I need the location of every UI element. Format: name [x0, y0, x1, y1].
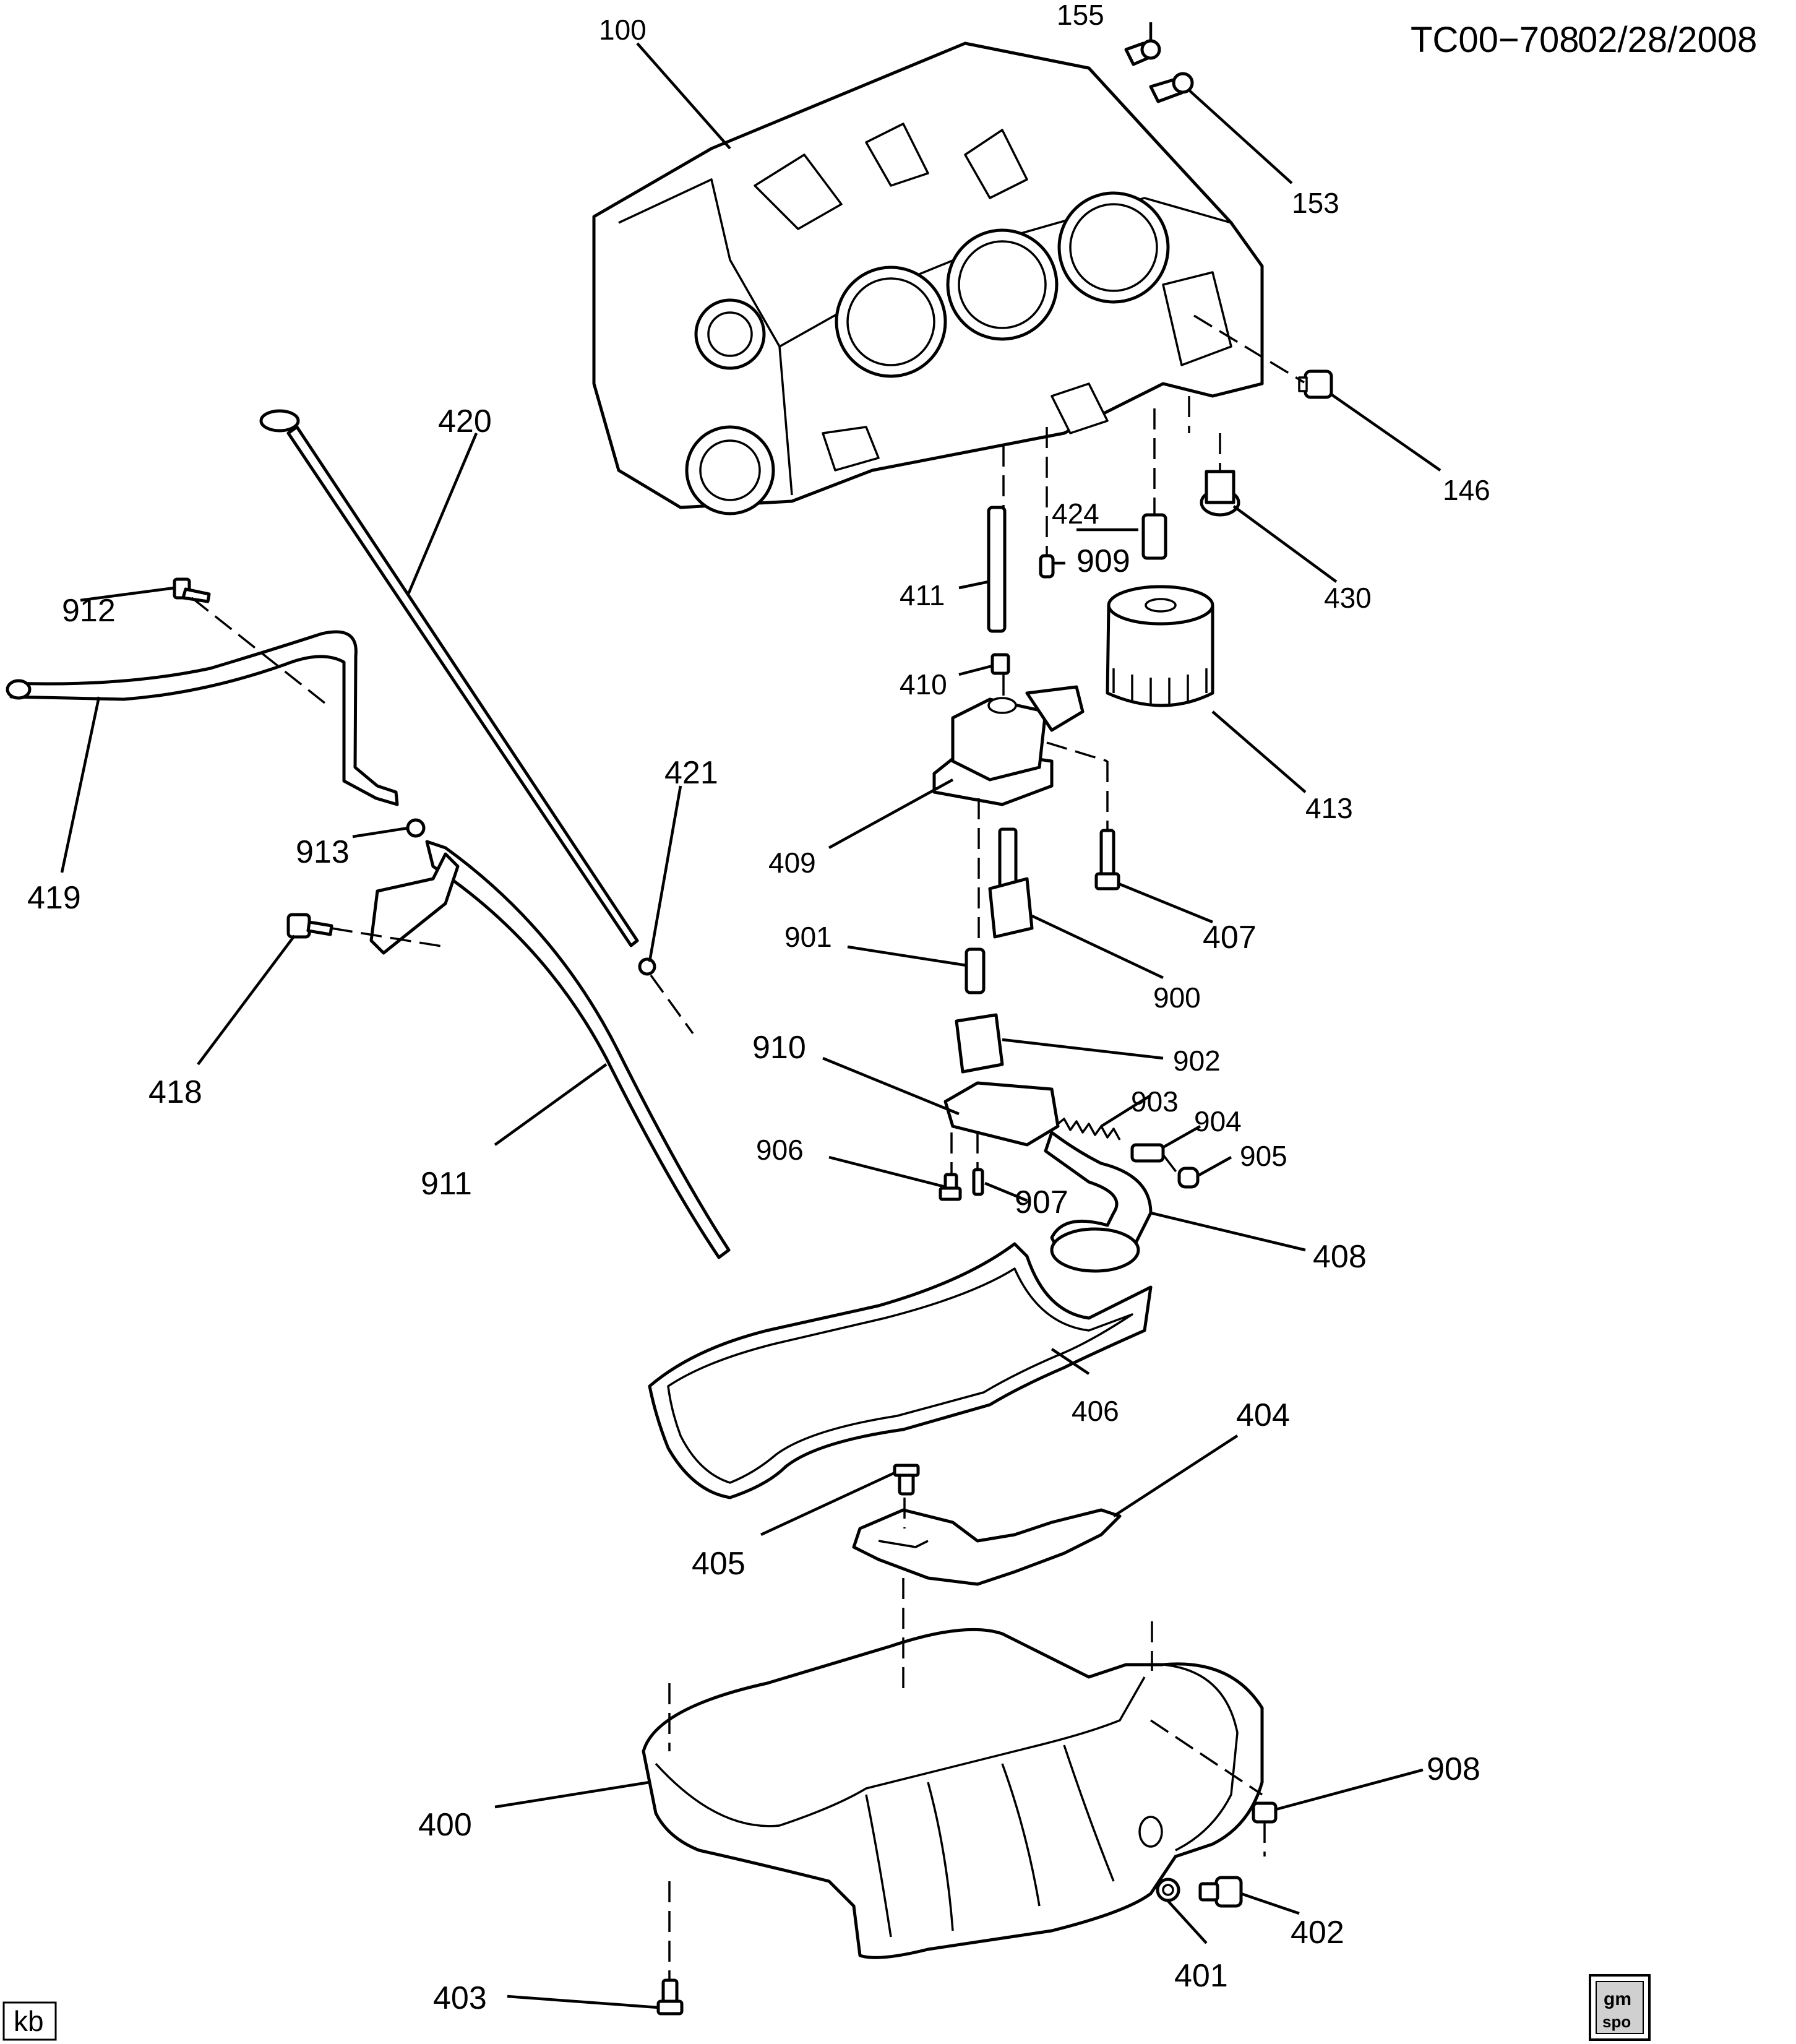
callout-407: 407 [1203, 920, 1257, 955]
callout-404: 404 [1236, 1397, 1290, 1433]
baffle-404 [852, 1508, 1122, 1586]
callout-420: 420 [438, 403, 492, 439]
bolt-906 [939, 1173, 962, 1201]
callout-419: 419 [27, 880, 81, 916]
oil-filter-413 [1106, 585, 1214, 707]
alignment-lines [191, 314, 1305, 1980]
o-ring-913 [406, 818, 426, 838]
initials-box [2, 2001, 57, 2041]
callout-912: 912 [62, 593, 116, 629]
logo-top-text: gm [1604, 1989, 1631, 2009]
callout-904: 904 [1194, 1105, 1242, 1137]
shaft-901 [965, 947, 986, 994]
adapter-424 [1141, 513, 1167, 560]
gear-902 [955, 1013, 1004, 1074]
o-ring-421 [638, 957, 656, 976]
callout-100: 100 [599, 14, 647, 46]
callout-413: 413 [1305, 792, 1353, 824]
callout-406: 406 [1072, 1395, 1119, 1427]
dipstick-420 [259, 409, 639, 947]
bolt-153 [1149, 72, 1194, 103]
bolt-908 [1252, 1801, 1278, 1824]
callout-155: 155 [1057, 0, 1104, 31]
callout-146: 146 [1443, 474, 1490, 506]
callout-labels: 100 155 153 146 420 424 909 430 411 912 … [27, 0, 1490, 2016]
bolt-405 [893, 1464, 920, 1496]
callout-153: 153 [1292, 187, 1339, 219]
cover-910 [943, 1081, 1060, 1147]
callout-411: 411 [900, 579, 945, 611]
callout-402: 402 [1291, 1915, 1344, 1951]
tube-419 [6, 630, 399, 806]
callout-902: 902 [1173, 1045, 1221, 1077]
diagram-header: TC00−708 02/28/2008 [1411, 20, 1757, 60]
callout-403: 403 [433, 1980, 487, 2016]
bolt-403 [656, 1978, 684, 2016]
drain-plug-402 [1198, 1876, 1243, 1908]
callout-906: 906 [756, 1134, 804, 1166]
callout-401: 401 [1174, 1958, 1228, 1994]
callout-418: 418 [148, 1074, 202, 1110]
callout-409: 409 [768, 847, 816, 879]
engine-block [592, 41, 1264, 515]
gm-spo-logo: gm spo [1589, 1974, 1651, 2041]
callout-900: 900 [1153, 981, 1201, 1014]
callout-430: 430 [1324, 582, 1372, 614]
pickup-tube-408 [1044, 1131, 1153, 1273]
cap-430 [1200, 470, 1240, 517]
callout-901: 901 [784, 921, 832, 953]
callout-405: 405 [692, 1546, 745, 1582]
spring-903 [1057, 1118, 1121, 1141]
bolt-407 [1094, 829, 1120, 890]
plug-905 [1177, 1166, 1200, 1189]
bolt-418 [286, 913, 333, 939]
callout-908: 908 [1427, 1751, 1480, 1787]
callout-421: 421 [664, 755, 718, 791]
callout-424: 424 [1052, 498, 1099, 530]
callout-905: 905 [1240, 1140, 1287, 1172]
initials-text: kb [14, 2005, 44, 2037]
plug-146 [1298, 369, 1333, 399]
callout-408: 408 [1313, 1239, 1367, 1275]
revision-date: 02/28/2008 [1578, 20, 1757, 60]
callout-910: 910 [752, 1030, 806, 1066]
tube-911 [369, 840, 731, 1259]
bushing-410 [990, 653, 1010, 675]
callout-907: 907 [1015, 1184, 1068, 1220]
callout-909: 909 [1076, 543, 1130, 579]
drive-900 [988, 827, 1034, 939]
callout-400: 400 [418, 1807, 472, 1843]
callout-903: 903 [1131, 1085, 1179, 1118]
pin-907 [972, 1168, 984, 1196]
bolt-155 [1124, 39, 1161, 66]
oil-pan-400 [642, 1628, 1264, 1959]
diagram-footer: kb gm spo [2, 1974, 1651, 2041]
callout-913: 913 [296, 834, 350, 870]
dowel-909 [1039, 554, 1055, 579]
callout-911: 911 [421, 1166, 472, 1202]
callout-410: 410 [900, 668, 947, 701]
shaft-411 [987, 506, 1007, 633]
reference-code: TC00−708 [1411, 20, 1579, 60]
oil-pan-gasket-406 [648, 1242, 1153, 1499]
logo-bottom-text: spo [1602, 2012, 1631, 2031]
oil-pump-409 [932, 685, 1085, 806]
pin-904 [1130, 1143, 1165, 1163]
washer-401 [1156, 1878, 1180, 1902]
leader-lines [60, 22, 1442, 2009]
bolt-912 [173, 577, 211, 603]
